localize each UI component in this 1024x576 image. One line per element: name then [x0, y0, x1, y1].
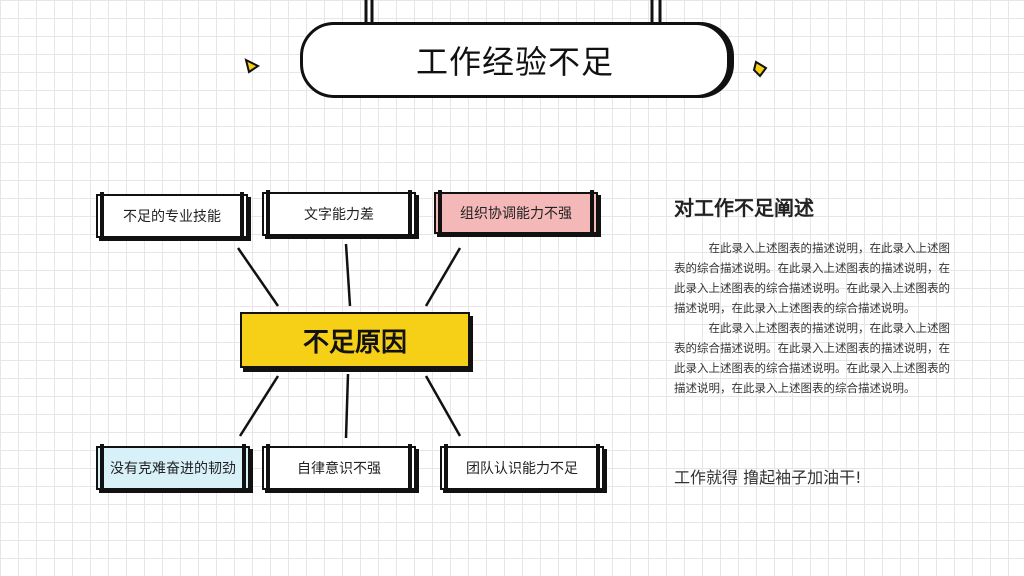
description-paragraph-1: 在此录入上述图表的描述说明，在此录入上述图表的综合描述说明。在此录入上述图表的描…	[674, 241, 950, 315]
title-banner: 工作经验不足	[300, 22, 730, 98]
node-coordination-ability: 组织协调能力不强	[434, 190, 598, 236]
node-label: 团队认识能力不足	[466, 461, 578, 477]
connector-line	[424, 375, 462, 437]
node-writing-ability: 文字能力差	[262, 190, 416, 238]
node-professional-skills: 不足的专业技能	[96, 192, 248, 240]
description-heading: 对工作不足阐述	[674, 196, 814, 220]
node-label: 文字能力差	[304, 207, 374, 223]
description-body: 在此录入上述图表的描述说明，在此录入上述图表的综合描述说明。在此录入上述图表的描…	[674, 238, 960, 398]
connector-line	[344, 373, 350, 439]
hanging-string-right	[650, 0, 662, 24]
connector-line	[236, 247, 280, 307]
slogan: 工作就得 撸起袖子加油干!	[674, 468, 862, 487]
decor-triangle-left	[244, 58, 260, 74]
connector-line	[238, 375, 280, 437]
node-label: 没有克难奋进的韧劲	[110, 461, 236, 477]
description-paragraph-2: 在此录入上述图表的描述说明，在此录入上述图表的综合描述说明。在此录入上述图表的描…	[674, 321, 950, 395]
connector-line	[424, 247, 462, 307]
connector-line	[344, 243, 352, 307]
center-label: 不足原因	[302, 327, 407, 358]
node-label: 不足的专业技能	[123, 209, 221, 225]
decor-triangle-right	[752, 60, 768, 78]
hanging-string-left	[364, 0, 374, 24]
node-perseverance: 没有克难奋进的韧劲	[96, 444, 250, 492]
node-label: 自律意识不强	[297, 461, 381, 477]
node-team-awareness: 团队认识能力不足	[440, 444, 604, 492]
node-label: 组织协调能力不强	[460, 206, 572, 222]
page-title: 工作经验不足	[415, 43, 614, 81]
center-node: 不足原因	[240, 312, 470, 368]
node-self-discipline: 自律意识不强	[262, 444, 416, 492]
